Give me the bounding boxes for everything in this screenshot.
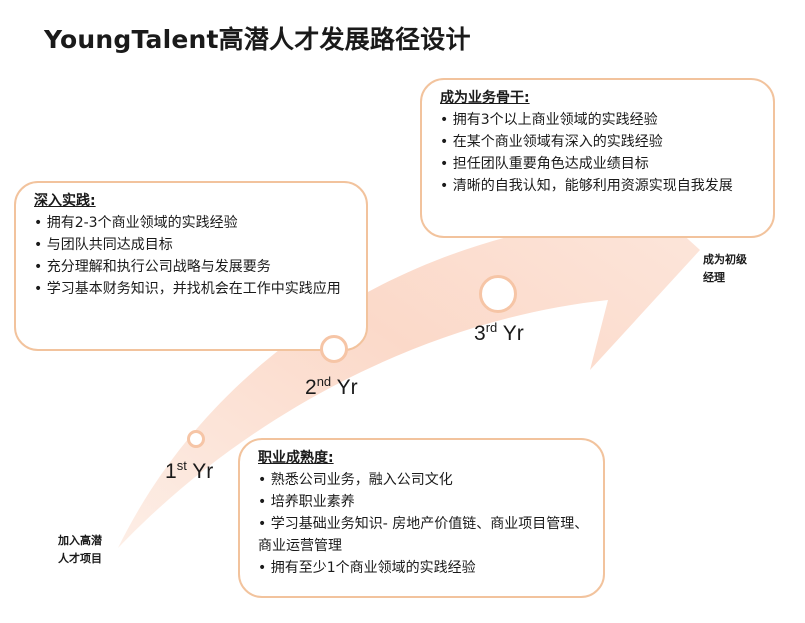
growth-arrow-shape: [118, 150, 700, 548]
start-label: 加入高潜 人才项目: [58, 534, 102, 565]
list-item: • 在某个商业领域有深入的实践经验: [440, 134, 663, 150]
list-item: • 与团队共同达成目标: [34, 237, 173, 253]
list-item: • 学习基本财务知识，并找机会在工作中实践应用: [34, 281, 341, 297]
list-item: • 拥有2-3个商业领域的实践经验: [34, 215, 238, 231]
list-item: • 担任团队重要角色达成业绩目标: [440, 156, 649, 172]
page-title: YoungTalent高潜人才发展路径设计: [44, 25, 471, 54]
milestone-label-2: 2nd Yr: [305, 374, 358, 399]
list-item: • 清晰的自我认知，能够利用资源实现自我发展: [440, 178, 733, 194]
box-maturity: 职业成熟度: • 熟悉公司业务，融入公司文化 • 培养职业素养 • 学习基础业务…: [238, 438, 605, 598]
list-item: • 学习基础业务知识- 房地产价值链、商业项目管理、商业运营管理: [258, 516, 589, 554]
list-item: • 拥有至少1个商业领域的实践经验: [258, 560, 476, 576]
list-item: • 拥有3个以上商业领域的实践经验: [440, 112, 658, 128]
list-item: • 充分理解和执行公司战略与发展要务: [34, 259, 271, 275]
milestone-label-3: 3rd Yr: [474, 320, 524, 345]
milestone-circle-1: [187, 430, 205, 448]
box-maturity-heading: 职业成熟度:: [258, 450, 334, 466]
box-backbone: 成为业务骨干: • 拥有3个以上商业领域的实践经验 • 在某个商业领域有深入的实…: [420, 78, 775, 238]
milestone-label-1: 1st Yr: [165, 458, 214, 483]
box-backbone-heading: 成为业务骨干:: [440, 90, 530, 106]
milestone-circle-2: [320, 335, 348, 363]
box-practice-heading: 深入实践:: [34, 193, 96, 209]
list-item: • 培养职业素养: [258, 494, 355, 510]
milestone-circle-3: [479, 275, 517, 313]
box-practice: 深入实践: • 拥有2-3个商业领域的实践经验 • 与团队共同达成目标 • 充分…: [14, 181, 368, 351]
list-item: • 熟悉公司业务，融入公司文化: [258, 472, 453, 488]
end-label: 成为初级 经理: [703, 253, 747, 284]
